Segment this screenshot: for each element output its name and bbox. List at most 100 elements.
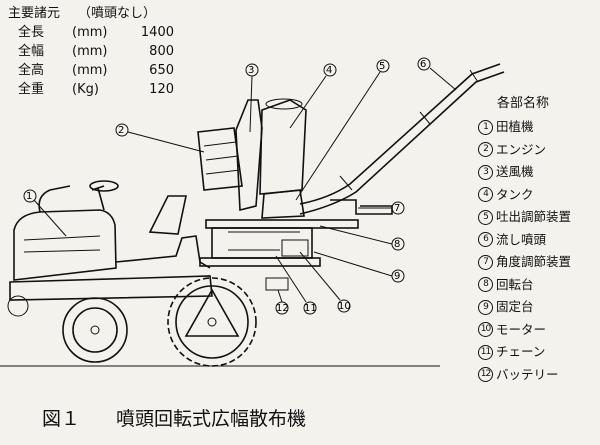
callout-8-label: 8 (394, 239, 400, 250)
battery-shape (265, 277, 289, 291)
front-tire-shape (62, 297, 128, 363)
rear-tire-shape (167, 277, 257, 367)
spec-value: 650 (149, 63, 174, 78)
callout-2 (115, 123, 129, 137)
rear-hub-shape (207, 317, 217, 327)
callouts: 1 2 3 4 5 6 7 8 9 (23, 57, 457, 315)
callout-3-label: 3 (248, 65, 254, 76)
leader-8 (319, 225, 393, 245)
spec-title: 主要諸元 (8, 6, 61, 21)
figure-title: 噴頭回転式広幅散布機 (116, 408, 307, 430)
spec-unit: (mm) (72, 25, 108, 40)
hose-joints (339, 69, 479, 191)
callout-2-label: 2 (118, 125, 124, 136)
spec-label: 全幅 (18, 44, 45, 59)
rotating-table-shape (205, 219, 359, 229)
chain-lines (228, 231, 300, 251)
part-name: タンク (496, 186, 534, 202)
callout-1 (23, 189, 37, 203)
part-name: 流し噴頭 (496, 231, 547, 247)
part-name: モーター (496, 321, 547, 337)
spec-label: 全重 (18, 82, 45, 97)
part-number: 1 (478, 119, 493, 135)
steering-wheel-shape (89, 180, 119, 192)
chassis-shape (9, 275, 213, 301)
part-number: 2 (478, 142, 493, 158)
spec-unit: (mm) (72, 63, 108, 78)
callout-5 (376, 59, 390, 73)
spec-value: 800 (149, 44, 174, 59)
callout-11 (303, 301, 317, 315)
callout-6-label: 6 (420, 59, 426, 70)
callout-10 (337, 299, 351, 313)
spec-row-width: 全幅 (mm) 800 (8, 42, 174, 61)
spec-value: 1400 (140, 25, 174, 40)
motor-shape (281, 239, 309, 257)
leader-3 (249, 75, 253, 133)
spec-value: 120 (149, 82, 174, 97)
spout-hose (299, 63, 505, 215)
spec-header: 主要諸元 （噴頭なし） (8, 4, 174, 23)
platforms (199, 219, 359, 291)
leader-9 (313, 251, 393, 277)
spec-row-height: 全高 (mm) 650 (8, 61, 174, 80)
part-number: 6 (478, 232, 493, 248)
part-number: 12 (478, 367, 493, 383)
leader-11 (275, 255, 307, 303)
leader-6 (429, 67, 457, 91)
hose-lower-shape (299, 71, 505, 215)
callout-9-label: 9 (394, 271, 400, 282)
spec-label: 全高 (18, 63, 45, 78)
part-number: 4 (478, 187, 493, 203)
callout-7-label: 7 (394, 203, 400, 214)
small-wheel-shape (7, 295, 29, 317)
part-number: 11 (478, 344, 493, 360)
spec-note: （噴頭なし） (78, 6, 157, 21)
part-name: 固定台 (496, 299, 534, 314)
spec-label: 全長 (18, 25, 45, 40)
spreader-unit (197, 98, 307, 219)
seat-shape (148, 195, 187, 235)
spec-unit: (mm) (72, 44, 108, 59)
leader-2 (127, 131, 205, 153)
part-name: バッテリー (496, 366, 559, 382)
hood-lines (23, 235, 101, 253)
callout-12-label: 12 (276, 303, 289, 314)
part-number: 3 (478, 164, 493, 180)
part-number: 8 (478, 277, 493, 293)
leader-10 (299, 251, 341, 301)
leader-4 (289, 75, 327, 129)
tank-shape (259, 99, 307, 195)
rear-wheel (167, 277, 257, 367)
leader-12 (277, 289, 283, 303)
callout-10-label: 10 (338, 301, 351, 312)
spec-row-weight: 全重 (Kg) 120 (8, 80, 174, 99)
engine-fins (203, 141, 241, 175)
part-name: 田植機 (496, 119, 534, 134)
spec-unit: (Kg) (72, 82, 99, 97)
part-number: 10 (478, 322, 493, 338)
angle-adjuster-shape (330, 199, 393, 215)
part-name: 送風機 (496, 164, 534, 179)
part-name: チェーン (496, 344, 546, 359)
spec-table: 主要諸元 （噴頭なし） 全長 (mm) 1400 全幅 (mm) 800 全高 … (8, 4, 174, 99)
front-rim-shape (72, 307, 118, 353)
windshield-shape (38, 185, 71, 213)
part-number: 7 (478, 254, 493, 270)
part-name: 吐出調節装置 (496, 209, 572, 224)
part-number: 9 (478, 299, 493, 315)
figure-caption: 図１ 噴頭回転式広幅散布機 (42, 404, 306, 431)
body-shape (115, 235, 211, 269)
figure-number: 図１ (42, 408, 81, 430)
